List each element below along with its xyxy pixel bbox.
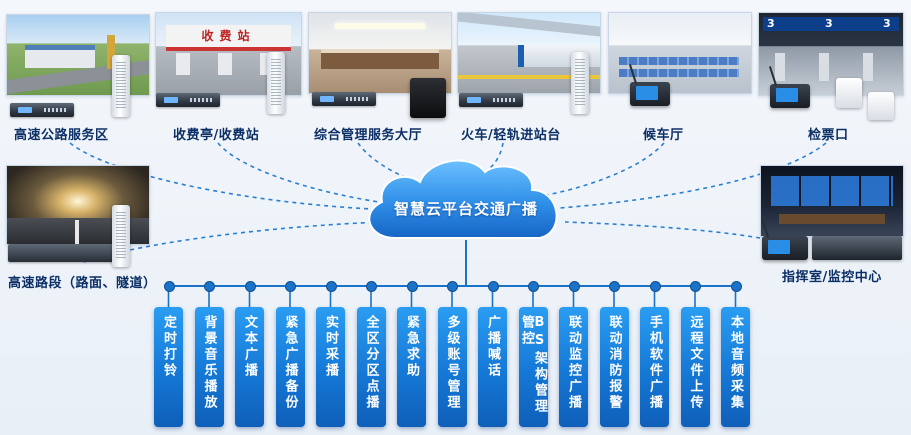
feature-node-dot <box>406 281 418 292</box>
feature-label: 紧急广播备份 <box>282 315 298 411</box>
feature-label: 广播喊话 <box>485 315 500 379</box>
feature-item: 紧急求助 <box>397 307 426 427</box>
cloud-icon <box>368 159 558 239</box>
scene-label-toll-station: 收费亭/收费站 <box>173 128 260 143</box>
feature-label: 联动监控广播 <box>566 315 581 411</box>
feature-node-dot <box>730 281 742 292</box>
feature-label: 背景音乐播放 <box>201 315 217 411</box>
feature-node-dot <box>447 281 458 292</box>
amplifier-icon <box>312 92 376 106</box>
toll-sign-text: 收费站 <box>201 29 256 43</box>
feature-node-dot <box>325 281 337 292</box>
feature-node-dot <box>163 281 175 292</box>
feature-item: 联动消防报警 <box>599 307 629 427</box>
scene-label-highway-section: 高速路段（路面、隧道） <box>8 276 157 291</box>
feature-label: 联动消防报警 <box>606 315 622 411</box>
column-speaker-icon <box>112 55 130 117</box>
feature-label: 紧急求助 <box>404 315 419 379</box>
paging-terminal-icon <box>762 236 808 260</box>
feature-label: 全区分区点播 <box>363 315 379 411</box>
paging-terminal-icon <box>630 82 670 106</box>
link-ticket-gate <box>559 142 827 209</box>
feature-node-dot <box>487 281 499 292</box>
paging-terminal-icon <box>770 84 810 108</box>
scene-label-highway-service: 高速公路服务区 <box>14 128 109 143</box>
gate-number: 3 <box>825 17 833 30</box>
amplifier-icon <box>8 244 116 262</box>
scene-label-ticket-gate: 检票口 <box>808 128 849 143</box>
feature-node-dot <box>528 281 539 292</box>
feature-label: 文本广播 <box>242 315 257 379</box>
feature-label: 实时采播 <box>323 315 338 379</box>
feature-label: BS架构管理管控 <box>519 315 547 415</box>
feature-node-dot <box>285 281 296 292</box>
feature-node-dot <box>609 281 620 292</box>
scene-label-service-hall: 综合管理服务大厅 <box>314 128 423 143</box>
feature-item: 定时打铃 <box>154 307 183 427</box>
feature-label: 多级账号管理 <box>444 315 460 411</box>
feature-item: 多级账号管理 <box>437 307 467 427</box>
feature-node-dot <box>244 281 256 292</box>
platform-title: 智慧云平台交通广播 <box>393 200 538 218</box>
feature-node-dot <box>366 281 377 292</box>
wall-speaker-icon <box>836 78 862 108</box>
link-train-platform <box>469 142 504 183</box>
feature-item: 本地音频采集 <box>721 307 750 427</box>
wall-speaker-icon <box>868 92 894 120</box>
scene-label-train-platform: 火车/轻轨进站台 <box>461 128 561 143</box>
server-rack-icon <box>812 236 902 260</box>
scene-label-waiting-hall: 候车厅 <box>643 128 684 143</box>
feature-label: 远程文件上传 <box>687 315 703 411</box>
feature-node-dot <box>649 281 661 292</box>
feature-node-dot <box>568 281 580 292</box>
feature-item: 全区分区点播 <box>356 307 386 427</box>
feature-item: 手机软件广播 <box>640 307 669 427</box>
feature-label: 手机软件广播 <box>647 315 662 411</box>
feature-label: 定时打铃 <box>161 315 176 379</box>
feature-label: 本地音频采集 <box>728 315 743 411</box>
amplifier-icon <box>459 93 523 107</box>
column-speaker-icon <box>112 205 130 267</box>
feature-node-dot <box>204 281 215 292</box>
feature-item: 联动监控广播 <box>559 307 588 427</box>
gate-number: 3 <box>767 17 775 30</box>
feature-item: 文本广播 <box>235 307 264 427</box>
scene-label-command-center: 指挥室/监控中心 <box>782 270 882 285</box>
amplifier-icon <box>10 103 74 117</box>
feature-item: BS架构管理管控 <box>518 307 548 427</box>
feature-item: 远程文件上传 <box>680 307 710 427</box>
scene-ticket-gate: 3 3 3 <box>758 12 904 96</box>
column-speaker-icon <box>267 52 285 114</box>
scene-command-center <box>760 165 904 237</box>
feature-item: 紧急广播备份 <box>275 307 305 427</box>
link-highway-service <box>69 142 396 211</box>
link-waiting-hall <box>534 142 665 198</box>
wall-speaker-icon <box>410 78 446 118</box>
link-command-center <box>564 221 761 239</box>
feature-item: 广播喊话 <box>478 307 507 427</box>
link-service-hall <box>357 142 426 186</box>
scene-waiting-hall <box>608 12 752 94</box>
amplifier-icon <box>156 93 220 107</box>
column-speaker-icon <box>571 52 589 114</box>
gate-number: 3 <box>883 17 891 30</box>
feature-node-dot <box>690 281 701 292</box>
feature-item: 实时采播 <box>316 307 345 427</box>
feature-item: 背景音乐播放 <box>194 307 224 427</box>
link-highway-section <box>83 221 386 263</box>
